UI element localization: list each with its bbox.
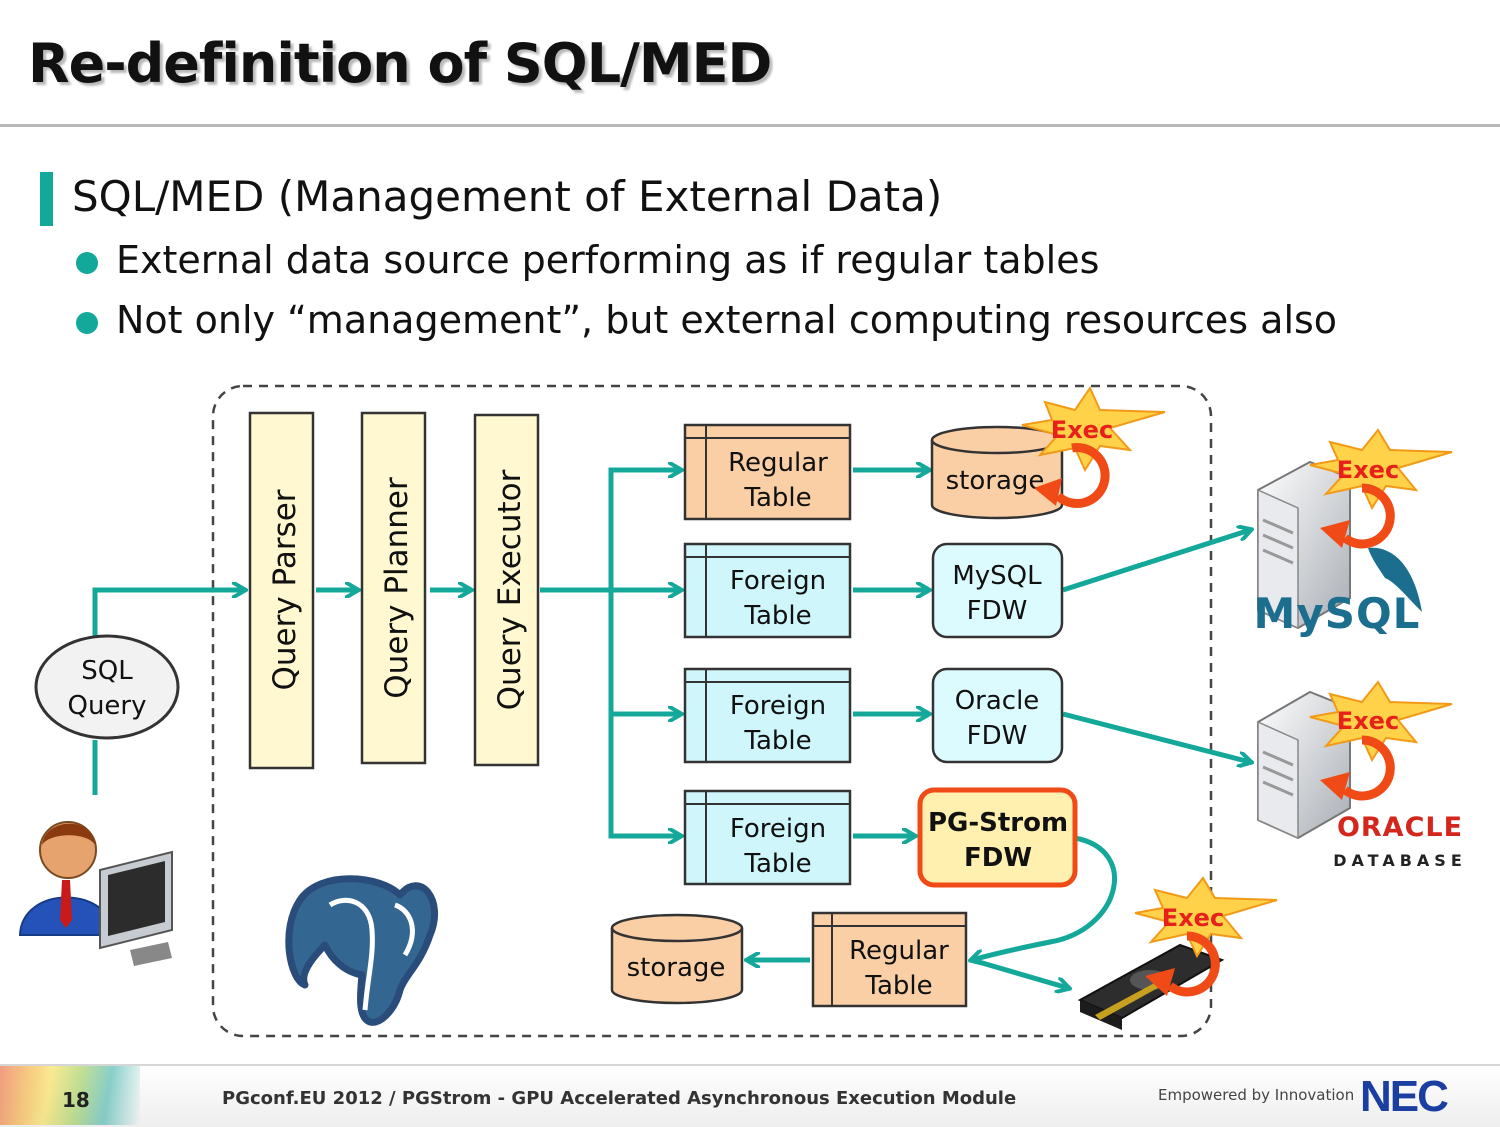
sql-query-label: Query (67, 691, 146, 721)
svg-text:Exec: Exec (1337, 707, 1399, 735)
oracle-database-label: DATABASE (1333, 851, 1467, 870)
svg-text:Foreign: Foreign (730, 566, 826, 596)
nec-logo: NEC (1360, 1072, 1449, 1121)
dolphin-icon (1368, 547, 1422, 612)
postgresql-elephant-icon (285, 875, 438, 1026)
svg-text:Table: Table (743, 726, 811, 756)
mysql-logo: MySQL (1254, 589, 1421, 638)
bullet-2: Not only “management”, but external comp… (116, 298, 1338, 342)
svg-text:FDW: FDW (967, 596, 1028, 626)
bullet-1: External data source performing as if re… (116, 238, 1100, 282)
mysql-server-icon (1257, 460, 1351, 630)
svg-text:Exec: Exec (1162, 904, 1224, 932)
svg-text:MySQL: MySQL (952, 561, 1042, 591)
oracle-logo: ORACLE (1337, 812, 1463, 843)
heading: SQL/MED (Management of External Data) (72, 172, 943, 221)
oracle-server-icon (1257, 690, 1351, 840)
svg-text:Exec: Exec (1337, 456, 1399, 484)
svg-text:FDW: FDW (967, 721, 1028, 751)
sql-query-label: SQL (81, 656, 133, 686)
svg-text:Table: Table (743, 849, 811, 879)
heading-marker (40, 172, 53, 226)
oracle-fdw: Oracle FDW (931, 667, 1064, 764)
query-executor-label: Query Executor (492, 469, 528, 710)
storage-bottom: storage (610, 913, 744, 1005)
svg-text:Regular: Regular (728, 448, 828, 478)
svg-text:Foreign: Foreign (730, 691, 826, 721)
footer-decoration (0, 1066, 140, 1125)
query-planner-box (360, 411, 427, 765)
page-number: 18 (62, 1088, 90, 1112)
storage-top: storage (930, 425, 1064, 520)
computer-monitor-icon (99, 850, 173, 966)
footer-tagline: Empowered by Innovation (1158, 1086, 1355, 1104)
query-parser-box (248, 411, 315, 770)
footer-text: PGconf.EU 2012 / PGStrom - GPU Accelerat… (222, 1088, 1017, 1109)
footer-band (0, 1064, 1500, 1127)
query-executor-box (473, 413, 540, 767)
foreign-table-1: Foreign Table (683, 542, 852, 639)
exec-burst-storage: Exec (1021, 385, 1166, 509)
svg-text:storage: storage (946, 466, 1045, 496)
svg-text:storage: storage (627, 953, 726, 983)
title-divider (0, 124, 1500, 127)
foreign-table-2: Foreign Table (683, 667, 852, 764)
exec-burst-mysql: Exec (1309, 428, 1453, 549)
query-parser-label: Query Parser (267, 489, 303, 690)
svg-text:Table: Table (743, 601, 811, 631)
svg-text:Table: Table (864, 971, 932, 1001)
bullet-dot (76, 252, 98, 274)
exec-burst-gpu: Exec (1134, 876, 1278, 997)
query-planner-label: Query Planner (379, 477, 415, 699)
svg-text:Foreign: Foreign (730, 814, 826, 844)
svg-text:PG-Strom: PG-Strom (928, 808, 1068, 838)
regular-table-top: Regular Table (683, 423, 852, 521)
slide-title: Re-definition of SQL/MED (28, 32, 772, 95)
exec-burst-oracle: Exec (1309, 680, 1453, 801)
pgstrom-fdw: PG-Strom FDW (917, 787, 1078, 888)
svg-text:Exec: Exec (1051, 416, 1113, 444)
foreign-table-3: Foreign Table (683, 789, 852, 886)
bullet-dot (76, 312, 98, 334)
svg-text:Oracle: Oracle (955, 686, 1040, 716)
svg-text:Regular: Regular (849, 936, 949, 966)
sql-query-node (34, 634, 180, 740)
svg-text:Table: Table (743, 483, 811, 513)
regular-table-bottom: Regular Table (811, 911, 968, 1008)
svg-text:FDW: FDW (964, 843, 1032, 873)
postgres-boundary (211, 384, 1213, 1038)
mysql-fdw: MySQL FDW (931, 542, 1064, 639)
